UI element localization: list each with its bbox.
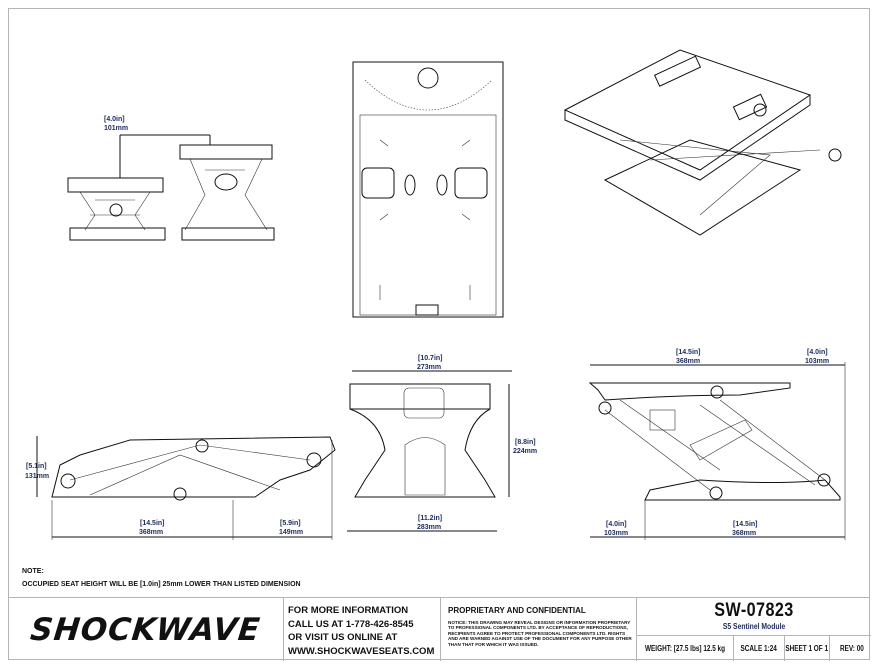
dim-r-bottom-offset-in: [4.0in] — [606, 521, 627, 528]
dim-top-width-in: [10.7in] — [418, 355, 443, 362]
part-number: SW-07823 — [714, 600, 794, 621]
dim-front-height-in: [8.8in] — [515, 439, 536, 446]
dim-travel-in: [5.9in] — [280, 520, 301, 527]
dim-r-bottom-offset-mm: 103mm — [604, 530, 628, 537]
isometric-view — [563, 49, 842, 236]
dim-r-top-offset-mm: 103mm — [805, 358, 829, 365]
dim-r-top-length-in: [14.5in] — [676, 349, 701, 356]
part-name: S5 Sentinel Module — [722, 622, 786, 631]
proprietary-text: NOTICE: THIS DRAWING MAY REVEAL DESIGNS … — [448, 620, 632, 647]
title-block: SHOCKWAVE FOR MORE INFORMATION CALL US A… — [8, 597, 871, 661]
front-view: [10.7in] 273mm [8.8in] 224mm [11.2in] 28… — [347, 355, 537, 532]
note-label: NOTE: — [22, 568, 44, 575]
dim-length-in: [14.5in] — [140, 520, 165, 527]
dim-travel-mm: 149mm — [279, 529, 303, 536]
small-front-views: [4.0in] 101mm — [67, 116, 275, 241]
part-info: SW-07823 S5 Sentinel Module WEIGHT: [27.… — [636, 598, 871, 661]
note-text: OCCUPIED SEAT HEIGHT WILL BE [1.0in] 25m… — [22, 581, 301, 588]
dim-r-bottom-length-in: [14.5in] — [733, 521, 758, 528]
revision: REV: 00 — [839, 643, 864, 653]
note: NOTE: OCCUPIED SEAT HEIGHT WILL BE [1.0i… — [22, 565, 301, 591]
dim-bottom-width-in: [11.2in] — [418, 515, 442, 522]
contact-info: FOR MORE INFORMATION CALL US AT 1-778-42… — [283, 598, 440, 661]
side-view-right: [14.5in] 368mm [4.0in] 103mm [4.0in] 103… — [588, 349, 846, 540]
dim-small-in: [4.0in] — [104, 116, 125, 123]
proprietary-notice: PROPRIETARY AND CONFIDENTIAL NOTICE: THI… — [440, 598, 636, 661]
dim-bottom-width-mm: 283mm — [417, 524, 441, 531]
contact-line: FOR MORE INFORMATION — [288, 605, 409, 616]
dim-front-height-mm: 224mm — [513, 448, 537, 455]
technical-drawing: [4.0in] 101mm [5.1in] 131mm [14.5in] — [25, 49, 846, 540]
dim-r-bottom-length-mm: 368mm — [732, 530, 756, 537]
shockwave-logo: SHOCKWAVE — [28, 611, 263, 648]
dim-r-top-length-mm: 368mm — [676, 358, 700, 365]
dim-height-in: [5.1in] — [26, 463, 47, 470]
contact-phone: CALL US AT 1-778-426-8545 — [288, 618, 414, 630]
side-view-left: [5.1in] 131mm [14.5in] 368mm [5.9in] 149… — [25, 436, 336, 540]
dim-length-mm: 368mm — [139, 529, 163, 536]
dim-small-mm: 101mm — [104, 125, 128, 132]
top-plan-view — [352, 61, 504, 318]
scale: SCALE 1:24 — [740, 643, 778, 653]
proprietary-title: PROPRIETARY AND CONFIDENTIAL — [448, 606, 586, 615]
drawing-frame — [8, 8, 870, 660]
dim-height-mm: 131mm — [25, 473, 49, 480]
sheet: SHEET 1 OF 1 — [785, 643, 829, 653]
dim-r-top-offset-in: [4.0in] — [807, 349, 828, 356]
weight: WEIGHT: [27.5 lbs] 12.5 kg — [644, 643, 726, 653]
dim-top-width-mm: 273mm — [417, 364, 441, 371]
contact-website: WWW.SHOCKWAVESEATS.COM — [288, 645, 435, 657]
contact-line: OR VISIT US ONLINE AT — [288, 632, 398, 643]
